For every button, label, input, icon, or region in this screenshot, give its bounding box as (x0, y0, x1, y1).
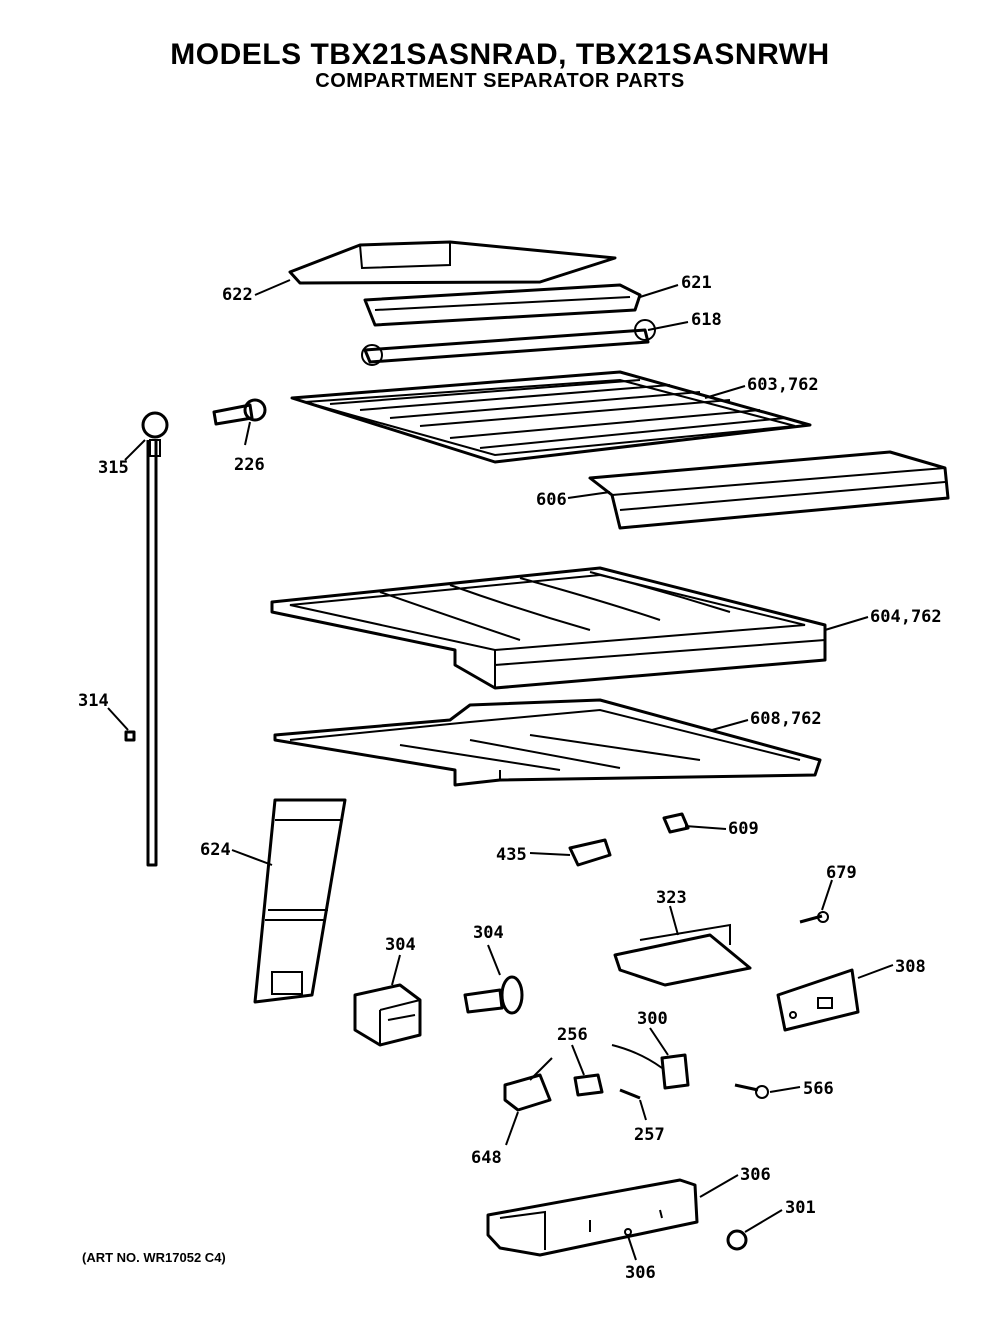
part-304-housing (353, 983, 422, 1047)
part-315-rod (141, 411, 169, 867)
part-323-bracket (613, 923, 752, 987)
part-226-knob (212, 398, 267, 426)
part-300-relay (611, 1044, 690, 1090)
callout-603-762: 603,762 (747, 375, 819, 395)
callout-435: 435 (496, 845, 527, 865)
part-618-rod (361, 319, 656, 366)
callout-618: 618 (691, 310, 722, 330)
callout-314: 314 (78, 691, 109, 711)
callout-648: 648 (471, 1148, 502, 1168)
callout-308: 308 (895, 957, 926, 977)
part-314-clip (124, 730, 136, 742)
callout-300: 300 (637, 1009, 668, 1029)
diagram-title: MODELS TBX21SASNRAD, TBX21SASNRWH (170, 38, 830, 71)
part-622-cover (288, 240, 617, 285)
part-603-shelf (290, 370, 812, 464)
callout-566: 566 (803, 1079, 834, 1099)
part-609-clip (662, 812, 690, 834)
callout-304-housing: 304 (385, 935, 416, 955)
part-256-switch (573, 1073, 604, 1097)
part-604-shelf (270, 566, 827, 690)
part-608-pan (273, 698, 822, 787)
callout-606: 606 (536, 490, 567, 510)
part-435-block (568, 838, 612, 867)
part-306-base (486, 1178, 699, 1257)
callout-624: 624 (200, 840, 231, 860)
part-621-bar (363, 283, 642, 327)
leader-lines (107, 279, 894, 1261)
part-648-thermostat (503, 1057, 553, 1112)
callout-226: 226 (234, 455, 265, 475)
callout-609: 609 (728, 819, 759, 839)
part-304-knob (463, 975, 524, 1015)
part-679-screw (799, 911, 829, 924)
callout-622: 622 (222, 285, 253, 305)
callout-306-b: 306 (625, 1263, 656, 1283)
part-301-grommet (726, 1229, 748, 1251)
part-308-plate (776, 968, 860, 1032)
callout-315: 315 (98, 458, 129, 478)
callout-621: 621 (681, 273, 712, 293)
callout-304-knob: 304 (473, 923, 504, 943)
part-606-bin (588, 450, 950, 530)
callout-679: 679 (826, 863, 857, 883)
callout-256: 256 (557, 1025, 588, 1045)
art-number: (ART NO. WR17052 C4) (82, 1250, 226, 1265)
callout-306: 306 (740, 1165, 771, 1185)
callout-604-762: 604,762 (870, 607, 942, 627)
callout-608-762: 608,762 (750, 709, 822, 729)
callout-257: 257 (634, 1125, 665, 1145)
part-257-screw (619, 1088, 641, 1100)
part-566-screw (734, 1083, 769, 1099)
part-624-duct (253, 798, 347, 1004)
callout-301: 301 (785, 1198, 816, 1218)
diagram-subtitle: COMPARTMENT SEPARATOR PARTS (315, 70, 685, 92)
callout-323: 323 (656, 888, 687, 908)
